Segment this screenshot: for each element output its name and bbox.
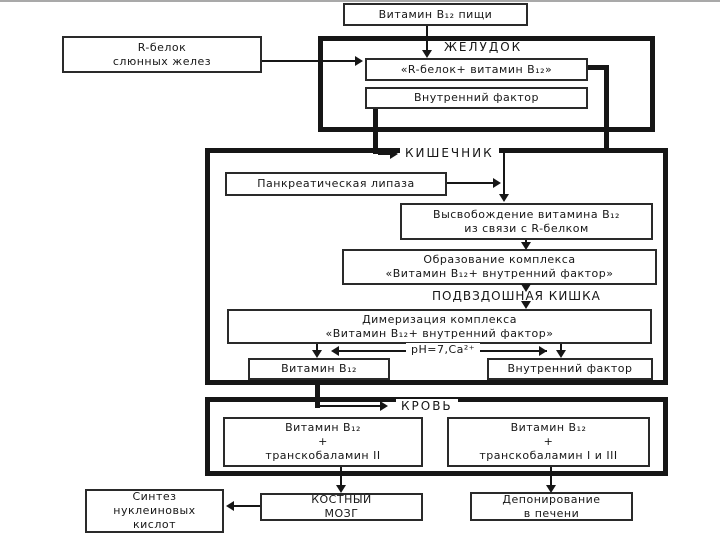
synthesis-line1: Синтез bbox=[132, 490, 177, 504]
b12-release-line1: Высвобождение витамина В₁₂ bbox=[433, 207, 620, 221]
box-b12-transcobalamin-2: Витамин В₁₂ + транскобаламин II bbox=[223, 417, 423, 467]
connector-rprotein-to-complex bbox=[262, 60, 356, 62]
arrow-down-icon bbox=[556, 350, 566, 358]
connector-complex-out-h bbox=[586, 65, 609, 70]
box-complex-formation: Образование комплекса «Витамин В₁₂+ внут… bbox=[342, 249, 657, 285]
box-rprotein-b12-complex: «R-белок+ витамин В₁₂» bbox=[365, 58, 588, 81]
connector-tc13-to-liver bbox=[550, 467, 552, 486]
ph-condition-label: pH=7,Ca²⁺ bbox=[406, 343, 481, 356]
box-r-protein-salivary: R-белок слюнных желез bbox=[62, 36, 262, 73]
connector-b12-to-blood bbox=[315, 380, 320, 408]
r-protein-line2: слюнных желез bbox=[112, 54, 212, 68]
box-complex-dimerization: Димеризация комплекса «Витамин В₁₂+ внут… bbox=[227, 309, 652, 344]
arrow-down-icon bbox=[521, 301, 531, 309]
section-stomach bbox=[318, 36, 655, 132]
arrow-down-icon bbox=[521, 284, 531, 292]
connector-intestine-to-release bbox=[503, 153, 505, 195]
connector-tc2-to-marrow bbox=[340, 467, 342, 486]
complex-dimerization-line1: Димеризация комплекса bbox=[362, 312, 517, 326]
vitamin-b12-ileum-label: Витамин В₁₂ bbox=[281, 362, 357, 376]
tc13-line3: транскобаламин I и III bbox=[479, 448, 618, 462]
tc13-line1: Витамин В₁₂ bbox=[510, 421, 587, 435]
liver-line2: в печени bbox=[523, 506, 580, 520]
arrow-right-icon bbox=[390, 149, 398, 159]
complex-formation-line2: «Витамин В₁₂+ внутренний фактор» bbox=[385, 267, 614, 280]
arrow-right-icon bbox=[493, 178, 501, 188]
connector-dimer-to-b12 bbox=[316, 344, 318, 352]
synthesis-line2: нуклеиновых bbox=[113, 504, 196, 518]
box-b12-release: Высвобождение витамина В₁₂ из связи с R-… bbox=[400, 203, 653, 240]
arrow-down-icon bbox=[422, 50, 432, 58]
arrow-down-icon bbox=[312, 350, 322, 358]
rprotein-b12-complex-label: «R-белок+ витамин В₁₂» bbox=[400, 62, 553, 76]
bone-marrow-line2: МОЗГ bbox=[324, 507, 359, 520]
slide-top-edge bbox=[0, 0, 720, 2]
complex-dimerization-line2: «Витамин В₁₂+ внутренний фактор» bbox=[325, 326, 554, 340]
arrow-left-icon bbox=[226, 501, 234, 511]
section-stomach-label: ЖЕЛУДОК bbox=[444, 40, 523, 54]
box-b12-transcobalamin-1-3: Витамин В₁₂ + транскобаламин I и III bbox=[447, 417, 650, 467]
connector-to-blood-label bbox=[320, 405, 382, 407]
arrow-down-icon bbox=[546, 485, 556, 493]
tc13-line2: + bbox=[543, 435, 554, 449]
ileum-label: ПОДВЗДОШНАЯ КИШКА bbox=[432, 289, 601, 303]
r-protein-line1: R-белок bbox=[137, 40, 187, 54]
tc2-line2: + bbox=[318, 435, 328, 449]
connector-intrinsic-down bbox=[373, 108, 378, 154]
box-vitamin-b12-ileum: Витамин В₁₂ bbox=[248, 358, 390, 380]
arrow-down-icon bbox=[336, 485, 346, 493]
arrow-right-icon bbox=[380, 401, 388, 411]
box-pancreatic-lipase: Панкреатическая липаза bbox=[225, 172, 447, 196]
arrow-down-icon bbox=[521, 242, 531, 250]
box-vitamin-b12-food: Витамин В₁₂ пищи bbox=[343, 3, 528, 26]
box-intrinsic-factor-stomach: Внутренний фактор bbox=[365, 87, 588, 109]
arrow-right-icon bbox=[355, 56, 363, 66]
complex-formation-line1: Образование комплекса bbox=[423, 253, 576, 267]
connector-dimer-to-intrinsic bbox=[560, 344, 562, 352]
arrow-left-icon bbox=[331, 346, 339, 356]
box-liver-deposition: Депонирование в печени bbox=[470, 492, 633, 521]
b12-release-line2: из связи с R-белком bbox=[464, 221, 589, 235]
bone-marrow-line1: КОСТНЫЙ bbox=[311, 493, 372, 507]
tc2-line3: транскобаламин II bbox=[265, 448, 381, 462]
box-bone-marrow: КОСТНЫЙ МОЗГ bbox=[260, 493, 423, 521]
box-intrinsic-factor-ileum: Внутренний фактор bbox=[487, 358, 653, 380]
connector-marrow-to-synthesis bbox=[234, 505, 260, 507]
tc2-line1: Витамин В₁₂ bbox=[285, 421, 361, 435]
synthesis-line3: кислот bbox=[132, 517, 176, 531]
intrinsic-factor-stomach-label: Внутренний фактор bbox=[414, 91, 539, 105]
liver-line1: Депонирование bbox=[502, 492, 601, 506]
box-nucleic-acid-synthesis: Синтез нуклеиновых кислот bbox=[85, 489, 224, 533]
section-blood-label: КРОВЬ bbox=[396, 399, 458, 413]
box-vitamin-b12-food-label: Витамин В₁₂ пищи bbox=[378, 7, 493, 21]
section-intestine-label: КИШЕЧНИК bbox=[400, 146, 499, 160]
pancreatic-lipase-label: Панкреатическая липаза bbox=[257, 177, 415, 191]
arrow-down-icon bbox=[499, 194, 509, 202]
arrow-right-icon bbox=[539, 346, 547, 356]
connector-food-to-stomach bbox=[426, 26, 428, 52]
connector-to-intestine-label bbox=[378, 153, 394, 155]
intrinsic-factor-ileum-label: Внутренний фактор bbox=[507, 362, 633, 376]
connector-lipase-join bbox=[447, 182, 495, 184]
connector-complex-out-v bbox=[604, 65, 609, 153]
